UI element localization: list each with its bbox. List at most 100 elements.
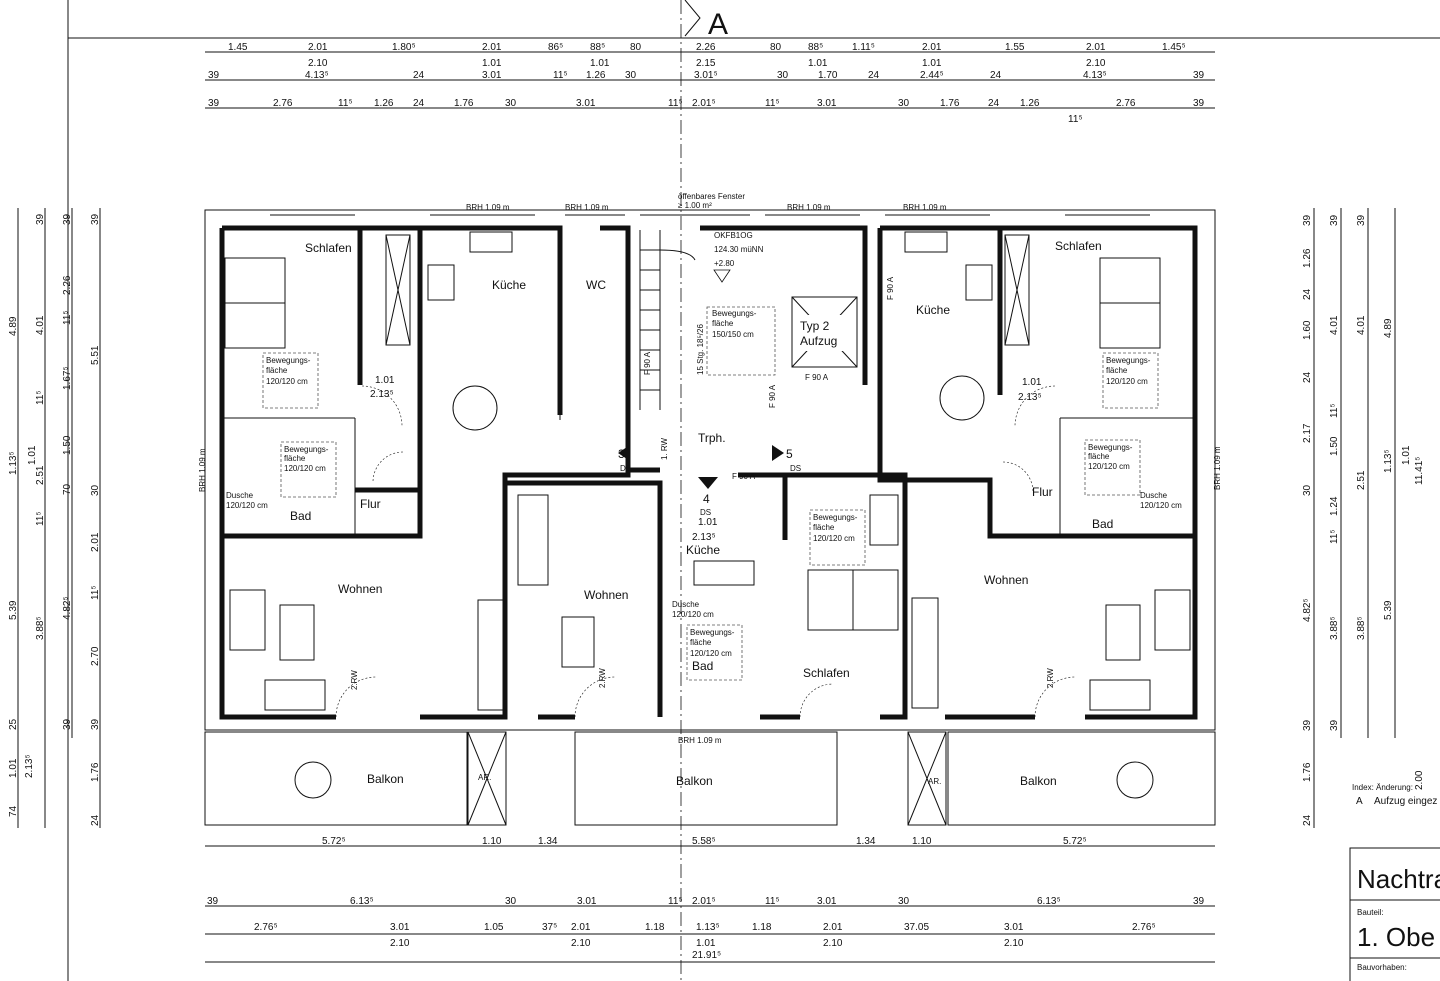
brh-label: BRH 1.09 m [1213,446,1222,490]
dim-right: 1.60 [1302,320,1313,340]
room-label: Schlafen [305,241,352,255]
dim-top: 1.70 [818,70,838,81]
movement-area-label: fläche [712,319,734,328]
dim-left: 5.51 [90,345,101,365]
dim-top: 3.01 [482,70,502,81]
dim-left: 2.70 [90,646,101,666]
dim-right: 3.88⁵ [1356,616,1367,640]
dim-left: 39 [62,718,73,730]
balconies: Balkon Balkon Balkon AR. AR. [204,731,1216,826]
dim-bottom: 1.34 [856,836,876,847]
dim-bottom: 1.18 [645,922,665,933]
room-label: Wohnen [584,588,628,602]
dim-bottom: 39 [1193,896,1205,907]
window-note: ≥ 1.00 m² [678,201,712,210]
storage-label: AR. [928,777,941,786]
room-label: Schlafen [1055,239,1102,253]
dim-top: 2.44⁵ [920,70,944,81]
f90-label: F 90 A [732,472,756,481]
door-size: 2.13⁵ [370,389,394,400]
rw-label: 2.RW [598,668,607,688]
dim-top: 1.76 [454,98,474,109]
lift-label: Typ 2 [800,319,830,333]
index-letter: A [1356,796,1363,807]
rw-label: 2.RW [350,670,359,690]
dim-left: 2.13⁵ [24,754,35,778]
bottom-dimensions: 5.72⁵ 1.10 1.34 5.58⁵ 1.34 1.10 5.72⁵ 39… [205,836,1215,963]
dim-left: 2.26 [62,275,73,295]
dim-top: 2.01 [308,42,328,53]
dim-right: 1.13⁵ [1383,449,1394,473]
room-label: WC [586,278,606,292]
dim-top: 2.76 [273,98,293,109]
brh-label: BRH 1.09 m [466,203,510,212]
dim-left: 24 [90,814,101,826]
left-dimensions: 4.89 5.39 1.13⁵ 74 39 4.01 11⁵ 1.01 2.51… [8,208,101,828]
dim-bottom: 30 [898,896,910,907]
room-label: Bad [290,509,311,523]
shower-label: Dusche [226,491,254,500]
stair-label: Trph. [698,431,726,445]
dim-bottom: 2.01 [823,922,843,933]
dim-bottom: 3.01 [1004,922,1024,933]
door-size: 1.01 [698,517,718,528]
dim-left: 4.82⁵ [62,596,73,620]
dim-top: 80 [630,42,642,53]
dim-left: 39 [90,718,101,730]
unit-number: 3 [618,447,625,461]
movement-area-label: 120/120 cm [813,534,855,543]
dim-bottom: 2.10 [571,938,591,949]
dim-left: 74 [8,805,19,817]
bauteil-label: Bauteil: [1357,908,1384,917]
dim-top: 24 [413,70,425,81]
dim-bottom: 37⁵ [542,922,557,933]
shower-label: Dusche [672,600,700,609]
dim-top: 30 [898,98,910,109]
dim-right: 1.24 [1329,496,1340,516]
f90-label: F 90 A [886,276,895,300]
dim-left: 4.89 [8,316,19,336]
room-label: Küche [492,278,526,292]
brh-label: BRH 1.09 m [565,203,609,212]
rw-label: 2.RW [1046,668,1055,688]
dim-top: 39 [1193,70,1205,81]
dim-right: 39 [1329,719,1340,731]
dim-bottom: 2.01⁵ [692,896,716,907]
movement-area-label: 120/120 cm [690,649,732,658]
dim-top: 2.26 [696,42,716,53]
dim-bottom-total: 21.91⁵ [692,950,721,961]
dim-top: 3.01⁵ [694,70,718,81]
room-label: Balkon [676,774,713,788]
dim-right: 39 [1302,214,1313,226]
dim-left: 2.01 [90,532,101,552]
room-label: Wohnen [338,582,382,596]
dim-right: 39 [1302,719,1313,731]
dim-bottom: 39 [207,896,219,907]
dim-bottom: 2.10 [823,938,843,949]
room-label: Flur [1032,485,1053,499]
dim-left: 39 [90,213,101,225]
dim-top: 24 [988,98,1000,109]
movement-area-label: Bewegungs- [266,356,311,365]
storage-label: AR. [478,773,491,782]
dim-bottom: 1.34 [538,836,558,847]
room-labels: Schlafen Schlafen Schlafen Küche Küche K… [226,239,1182,690]
dim-bottom: 1.18 [752,922,772,933]
dim-top: 30 [505,98,517,109]
dim-right: 30 [1302,484,1313,496]
bauteil-text: 1. Obe [1357,922,1435,952]
room-label: Schlafen [803,666,850,680]
dim-right: 39 [1356,214,1367,226]
room-label: Bad [1092,517,1113,531]
rw-label: 1. RW [660,437,669,460]
dim-top: 1.01 [590,58,610,69]
ds-label: DS [620,464,631,473]
dim-top: 30 [777,70,789,81]
dim-bottom: 1.10 [482,836,502,847]
dim-right: 4.01 [1356,315,1367,335]
dim-top: 2.01 [482,42,502,53]
dim-top: 3.01 [817,98,837,109]
dim-bottom: 3.01 [817,896,837,907]
ds-label: DS [700,508,711,517]
movement-area-label: 120/120 cm [266,377,308,386]
